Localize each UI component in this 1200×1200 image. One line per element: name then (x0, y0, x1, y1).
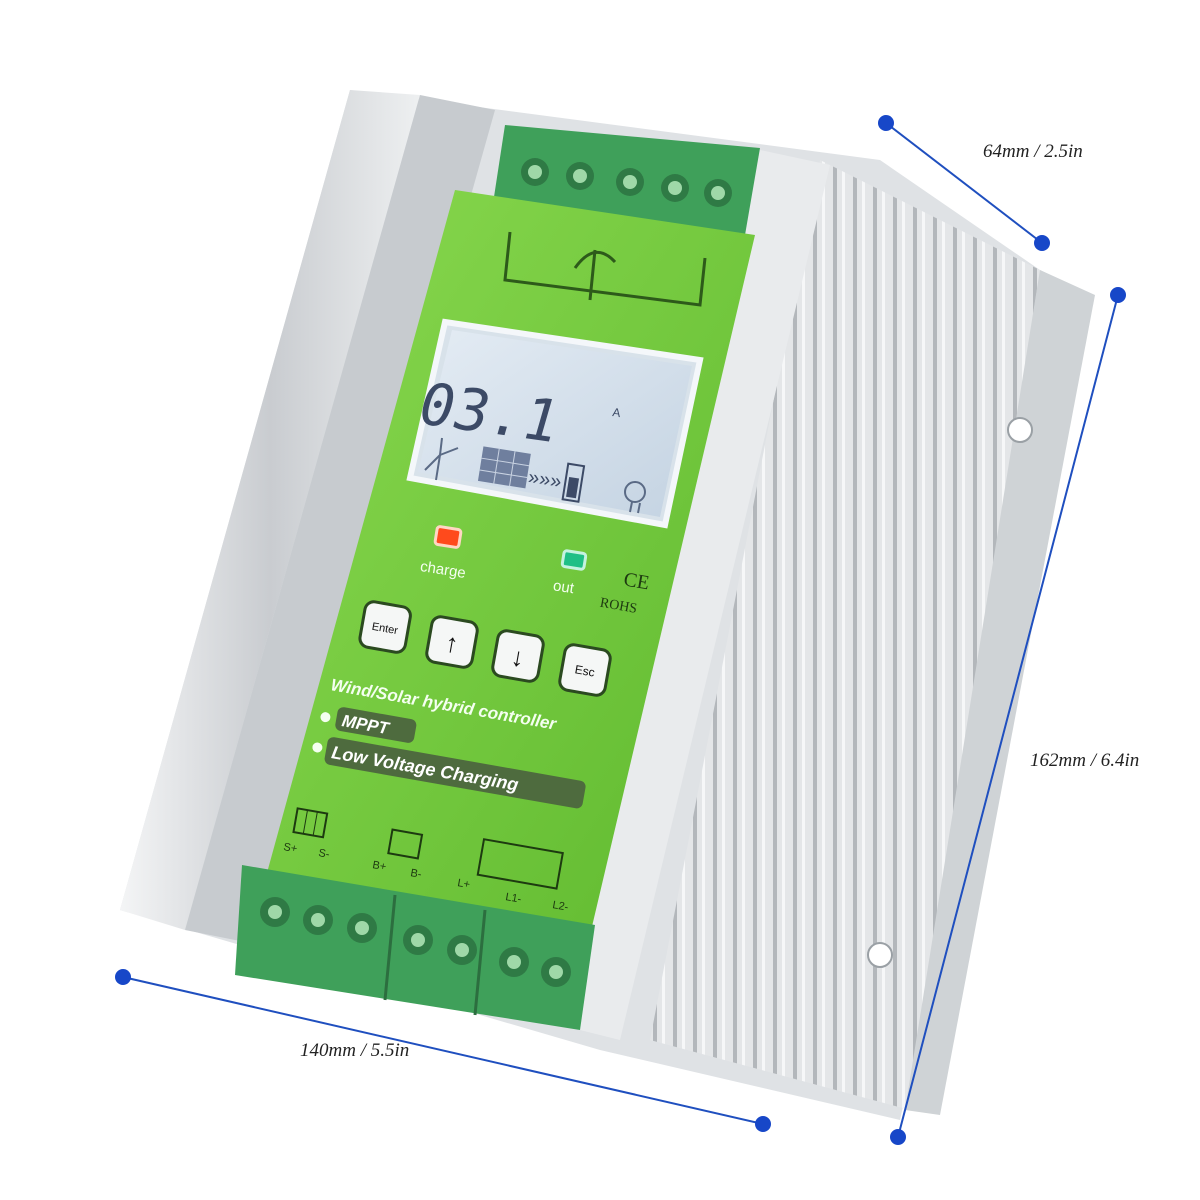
terminal-label-b-plus: B+ (371, 859, 387, 873)
ce-mark: CE (622, 568, 651, 594)
wind-solar-symbol-icon (503, 231, 707, 307)
depth-dimension (878, 115, 1050, 251)
depth-dimension-label: 64mm / 2.5in (983, 141, 1083, 162)
wind-turbine-icon (424, 437, 459, 481)
terminal-label-l-plus: L+ (456, 877, 470, 891)
bottom-terminal-block (235, 865, 595, 1030)
width-dimension (115, 969, 771, 1132)
enter-button[interactable]: Enter (358, 600, 412, 654)
down-button[interactable]: ↓ (491, 629, 545, 683)
esc-button-label: Esc (574, 662, 596, 679)
up-arrow-icon: ↑ (443, 627, 461, 659)
out-indicator: out (552, 549, 588, 597)
charge-indicator: charge (419, 525, 467, 582)
terminal-label-l2-minus: L2- (551, 899, 569, 914)
terminal-label-l1-minus: L1- (504, 891, 522, 906)
solar-panel-icon (477, 446, 531, 489)
lcd-screen: 03.1 A »»» (406, 318, 704, 529)
width-dimension-label: 140mm / 5.5in (300, 1040, 410, 1061)
esc-button[interactable]: Esc (558, 643, 612, 697)
charging-arrows-icon: »»» (527, 466, 563, 493)
bulb-icon (624, 481, 646, 514)
up-button[interactable]: ↑ (425, 615, 479, 669)
height-dimension-label: 162mm / 6.4in (1030, 750, 1140, 771)
battery-icon (561, 462, 586, 503)
rohs-mark: ROHS (599, 596, 638, 617)
terminal-label-s-minus: S- (317, 847, 330, 861)
terminal-label-s-plus: S+ (282, 841, 298, 855)
mount-hole (1007, 417, 1033, 443)
out-label: out (552, 577, 576, 597)
height-dimension (890, 287, 1126, 1145)
terminal-label-b-minus: B- (409, 867, 422, 881)
enter-button-label: Enter (371, 621, 399, 637)
down-arrow-icon: ↓ (509, 641, 527, 673)
battery-terminal-icon (387, 828, 424, 860)
load-terminal-icon (476, 838, 564, 890)
solar-terminal-icon (292, 807, 329, 839)
lcd-unit: A (612, 405, 622, 420)
mount-hole (867, 942, 893, 968)
charge-label: charge (419, 558, 467, 582)
